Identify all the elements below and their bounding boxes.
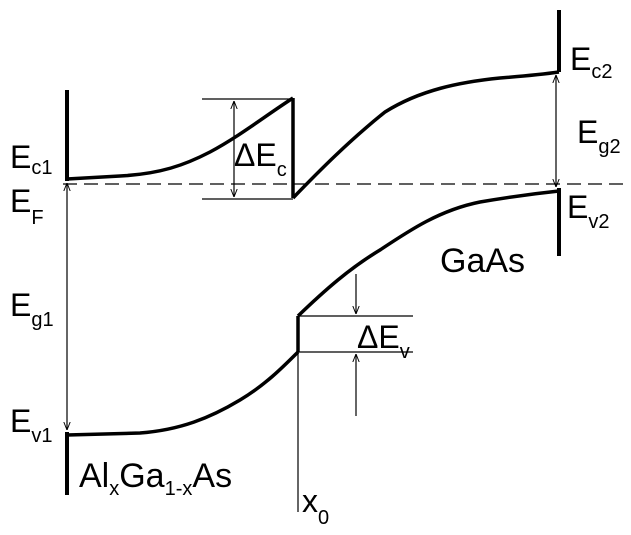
label-delta-ec: ΔEc [234, 137, 287, 181]
label-delta-ev: ΔEv [357, 319, 410, 363]
label-ec1: Ec1 [10, 139, 52, 179]
valence-band-right [296, 189, 560, 318]
conduction-band-left [66, 96, 294, 181]
label-x0: x0 [302, 483, 329, 529]
label-ev2: Ev2 [567, 189, 609, 233]
label-ef: EF [10, 183, 44, 229]
conduction-band-right [291, 70, 560, 200]
material-label-right: GaAs [440, 242, 525, 280]
label-ev1: Ev1 [10, 403, 52, 447]
valence-band-left [66, 350, 300, 437]
label-ec2: Ec2 [570, 41, 612, 83]
material-label-left: AlxGa1-xAs [79, 457, 232, 500]
label-eg1: Eg1 [10, 287, 54, 331]
label-eg2: Eg2 [577, 114, 621, 158]
